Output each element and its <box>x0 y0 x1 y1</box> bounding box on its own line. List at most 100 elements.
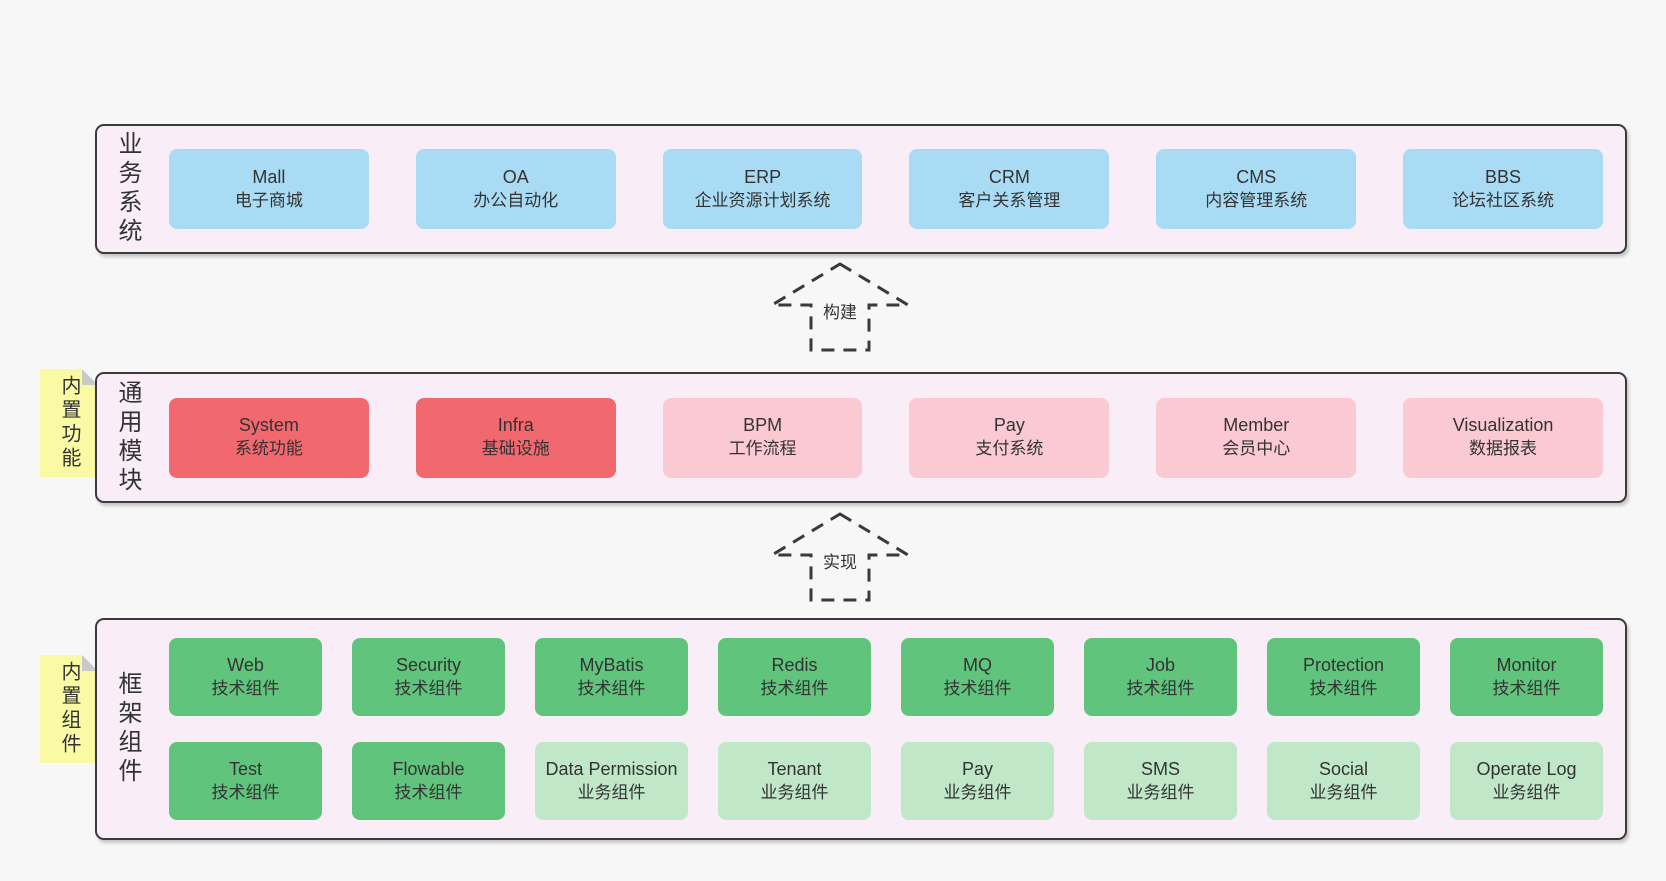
box-title: Flowable <box>392 758 465 779</box>
box-subtitle: 业务组件 <box>1492 782 1561 802</box>
box-subtitle: 论坛社区系统 <box>1452 190 1555 210</box>
box-subtitle: 客户关系管理 <box>958 190 1061 210</box>
box-title: MyBatis <box>579 654 644 675</box>
box-title: Social <box>1318 758 1369 779</box>
component-box-web: Web 技术组件 <box>169 638 322 716</box>
builtin-components-label: 内置组件 <box>58 661 80 757</box>
tech-components-row: Web 技术组件 Security 技术组件 MyBatis 技术组件 Redi… <box>169 638 1603 716</box>
module-box-member: Member 会员中心 <box>1156 397 1357 478</box>
box-subtitle: 基础设施 <box>481 439 550 459</box>
box-title: System <box>238 415 299 436</box>
component-box-mq: MQ 技术组件 <box>901 638 1054 716</box>
box-title: Test <box>228 758 262 779</box>
framework-components-label: 框架组件 <box>114 671 141 787</box>
component-box-job: Job 技术组件 <box>1084 638 1237 716</box>
component-box-monitor: Monitor 技术组件 <box>1450 638 1603 716</box>
component-box-data-permission: Data Permission 业务组件 <box>535 742 688 820</box>
build-arrow-label: 构建 <box>823 303 857 322</box>
box-subtitle: 技术组件 <box>211 782 280 802</box>
box-subtitle: 业务组件 <box>577 782 646 802</box>
module-box-infra: Infra 基础设施 <box>415 397 616 478</box>
box-subtitle: 技术组件 <box>394 678 463 698</box>
box-title: Job <box>1145 654 1176 675</box>
box-title: Infra <box>497 415 534 436</box>
business-systems-panel: 业务系统 Mall 电子商城 OA 办公自动化 ERP 企业资源计划系统 CRM… <box>95 124 1627 254</box>
component-box-mybatis: MyBatis 技术组件 <box>535 638 688 716</box>
module-box-visualization: Visualization 数据报表 <box>1403 397 1603 478</box>
box-title: CMS <box>1236 166 1277 187</box>
box-title: CRM <box>988 166 1030 187</box>
module-box-system: System 系统功能 <box>169 397 369 478</box>
box-title: Redis <box>771 654 818 675</box>
box-subtitle: 办公自动化 <box>473 190 559 210</box>
component-box-tenant: Tenant 业务组件 <box>718 742 871 820</box>
box-title: BPM <box>743 415 783 436</box>
component-box-social: Social 业务组件 <box>1267 742 1420 820</box>
component-box-flowable: Flowable 技术组件 <box>352 742 505 820</box>
box-subtitle: 技术组件 <box>394 782 463 802</box>
box-title: Security <box>395 654 462 675</box>
component-box-sms: SMS 业务组件 <box>1084 742 1237 820</box>
box-subtitle: 业务组件 <box>1126 782 1195 802</box>
builtin-functions-label: 内置功能 <box>58 375 80 471</box>
box-title: Operate Log <box>1476 758 1577 779</box>
component-box-operate-log: Operate Log 业务组件 <box>1450 742 1603 820</box>
component-box-pay: Pay 业务组件 <box>901 742 1054 820</box>
component-box-protection: Protection 技术组件 <box>1267 638 1420 716</box>
box-title: Visualization <box>1452 415 1554 436</box>
business-box-cms: CMS 内容管理系统 <box>1156 149 1357 229</box>
business-box-erp: ERP 企业资源计划系统 <box>662 149 863 229</box>
box-title: Monitor <box>1496 654 1557 675</box>
framework-components-panel: 框架组件 Web 技术组件 Security 技术组件 MyBatis 技术组件… <box>95 618 1627 840</box>
box-subtitle: 技术组件 <box>1492 678 1561 698</box>
box-title: Pay <box>993 415 1025 436</box>
component-box-redis: Redis 技术组件 <box>718 638 871 716</box>
box-title: Protection <box>1302 654 1385 675</box>
box-subtitle: 内容管理系统 <box>1205 190 1308 210</box>
biz-components-row: Test 技术组件 Flowable 技术组件 Data Permission … <box>169 742 1603 820</box>
builtin-functions-sticky: 内置功能 <box>40 369 98 477</box>
business-systems-label: 业务系统 <box>114 131 141 247</box>
box-title: MQ <box>963 654 992 675</box>
business-box-mall: Mall 电子商城 <box>169 149 369 229</box>
business-box-bbs: BBS 论坛社区系统 <box>1403 149 1603 229</box>
box-subtitle: 业务组件 <box>760 782 829 802</box>
box-title: Tenant <box>767 758 822 779</box>
box-subtitle: 会员中心 <box>1222 439 1291 459</box>
box-subtitle: 电子商城 <box>234 190 303 210</box>
box-subtitle: 系统功能 <box>234 439 303 459</box>
box-subtitle: 数据报表 <box>1469 439 1538 459</box>
builtin-components-sticky: 内置组件 <box>40 655 98 763</box>
box-subtitle: 技术组件 <box>760 678 829 698</box>
box-title: Member <box>1223 415 1290 436</box>
box-subtitle: 支付系统 <box>975 439 1044 459</box>
box-title: Web <box>227 654 264 675</box>
business-box-oa: OA 办公自动化 <box>415 149 616 229</box>
box-title: Mall <box>252 166 286 187</box>
business-box-crm: CRM 客户关系管理 <box>909 149 1110 229</box>
box-title: OA <box>502 166 529 187</box>
up-arrow-icon <box>766 512 914 602</box>
common-modules-label: 通用模块 <box>114 379 141 496</box>
box-title: Data Permission <box>545 758 678 779</box>
implement-arrow-label: 实现 <box>823 553 857 572</box>
component-box-test: Test 技术组件 <box>169 742 322 820</box>
box-subtitle: 技术组件 <box>1309 678 1378 698</box>
business-systems-row: Mall 电子商城 OA 办公自动化 ERP 企业资源计划系统 CRM 客户关系… <box>169 149 1603 229</box>
up-arrow-icon <box>766 262 914 352</box>
box-subtitle: 工作流程 <box>728 439 797 459</box>
common-modules-panel: 通用模块 System 系统功能 Infra 基础设施 BPM 工作流程 Pay… <box>95 372 1627 503</box>
module-box-pay: Pay 支付系统 <box>909 397 1110 478</box>
box-subtitle: 企业资源计划系统 <box>694 190 831 210</box>
box-subtitle: 技术组件 <box>943 678 1012 698</box>
box-title: Pay <box>961 758 994 779</box>
implement-arrow: 实现 <box>765 511 915 603</box>
box-subtitle: 业务组件 <box>943 782 1012 802</box>
common-modules-row: System 系统功能 Infra 基础设施 BPM 工作流程 Pay 支付系统… <box>169 397 1603 478</box>
box-subtitle: 业务组件 <box>1309 782 1378 802</box>
box-title: SMS <box>1140 758 1180 779</box>
box-subtitle: 技术组件 <box>211 678 280 698</box>
box-subtitle: 技术组件 <box>577 678 646 698</box>
box-title: ERP <box>744 166 782 187</box>
box-subtitle: 技术组件 <box>1126 678 1195 698</box>
